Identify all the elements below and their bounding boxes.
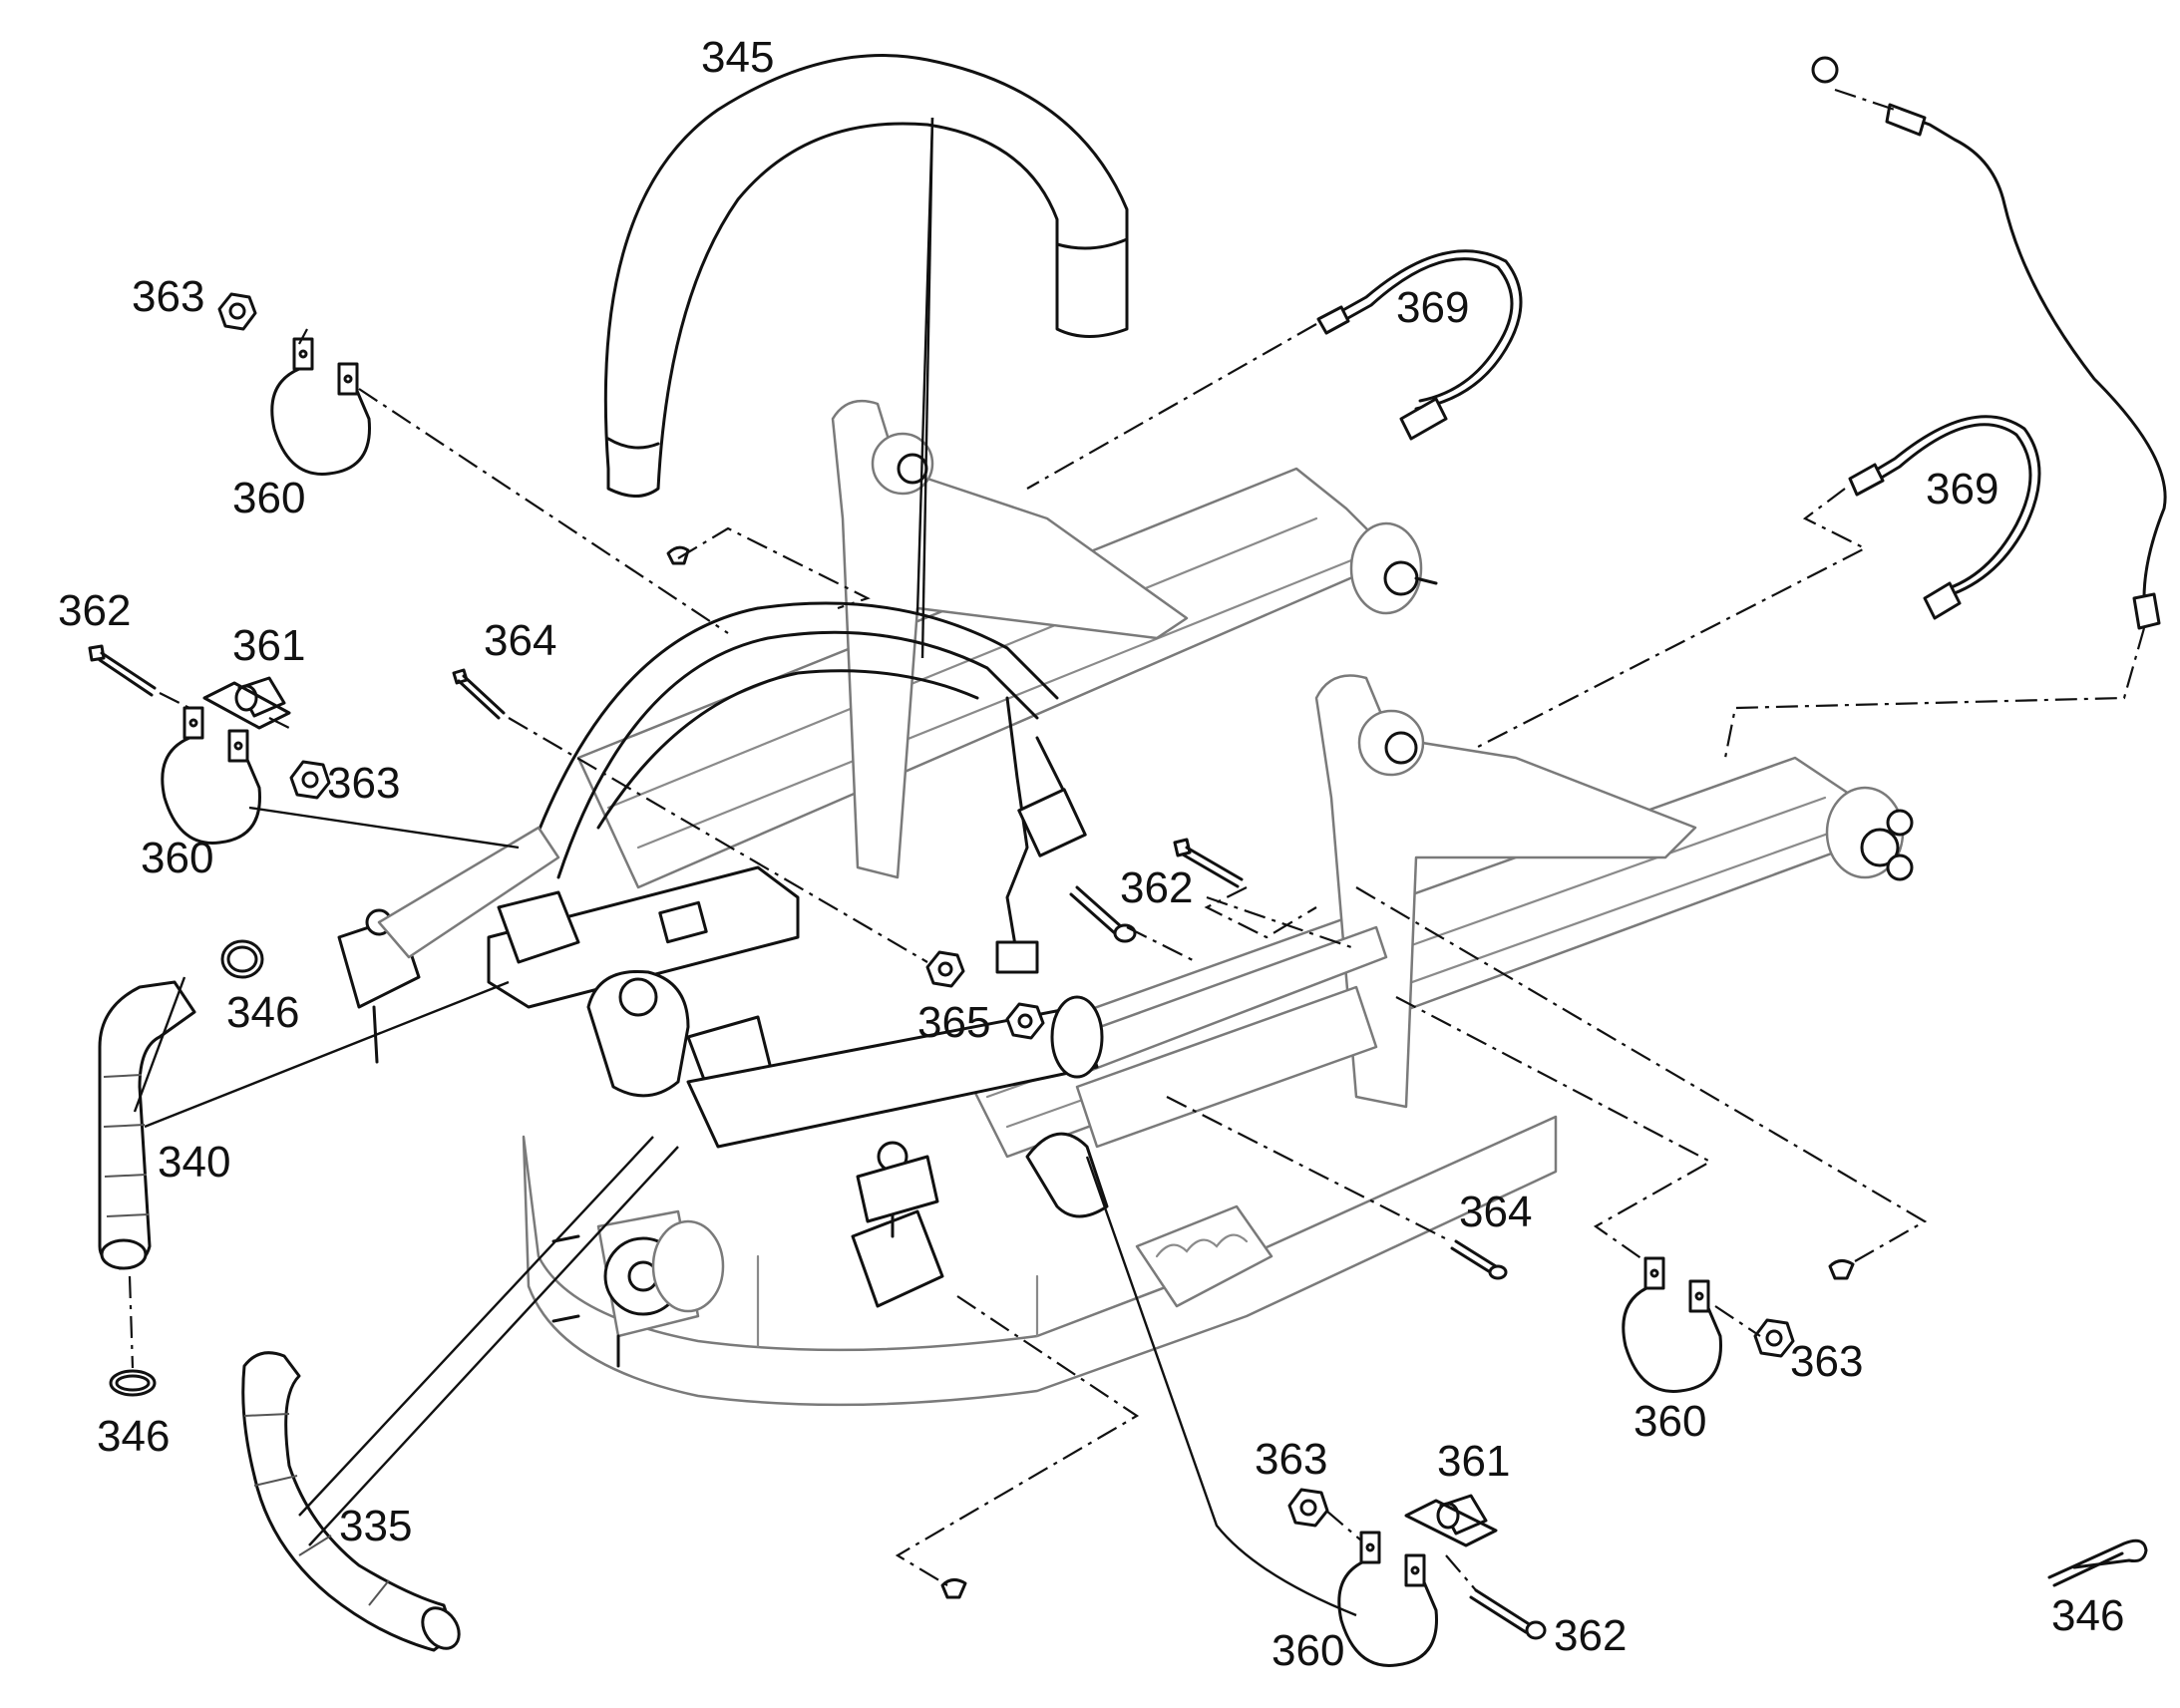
- part-364-pin-left: [452, 668, 506, 720]
- part-335-hose: [241, 1351, 461, 1652]
- part-346-cable-tie: [2047, 1538, 2148, 1587]
- part-360-clamp-right: [1622, 1256, 1722, 1393]
- leader-lines: [133, 117, 1357, 1617]
- part-363-nut-top-left: [217, 292, 257, 331]
- part-360-clamp-bottom: [1337, 1531, 1438, 1667]
- callout-361: 361: [1437, 1437, 1510, 1486]
- part-365-nuts: [925, 950, 1045, 1040]
- part-345-roll-bar: [603, 54, 1129, 498]
- part-340-hose: [98, 980, 196, 1270]
- part-brake-cable: [1811, 56, 2167, 630]
- callout-346: 346: [226, 988, 299, 1037]
- part-369-hose-upper: [1316, 249, 1523, 441]
- callout-labels: 345 363 360 369 369 362 361 364 363 360 …: [58, 33, 2124, 1675]
- part-346-clamp-ring-upper: [220, 939, 264, 979]
- callout-362: 362: [1120, 863, 1193, 912]
- callout-360: 360: [232, 474, 305, 522]
- callout-360: 360: [141, 834, 213, 882]
- assembly-lines: [128, 88, 2146, 1591]
- callout-369: 369: [1926, 465, 1998, 513]
- callout-365: 365: [917, 998, 990, 1047]
- callout-363: 363: [327, 759, 400, 808]
- part-346-clamp-ring-lower: [109, 1369, 157, 1397]
- callout-360: 360: [1272, 1626, 1344, 1675]
- part-361-spacer-bottom: [1404, 1494, 1498, 1547]
- callout-363: 363: [1255, 1435, 1327, 1484]
- callout-346: 346: [97, 1412, 170, 1461]
- part-363-nut-right: [1753, 1318, 1795, 1358]
- callout-364: 364: [1459, 1188, 1532, 1236]
- part-360-clamp-mid-left: [161, 706, 261, 845]
- part-360-clamp-top-left: [270, 337, 371, 476]
- part-362-bolt-left: [88, 644, 157, 697]
- callout-364: 364: [484, 616, 556, 665]
- rivet-fasteners: [666, 545, 1855, 1599]
- callout-363: 363: [1790, 1337, 1863, 1386]
- part-362-bolt-bottom: [1469, 1588, 1547, 1640]
- callout-362: 362: [58, 586, 131, 635]
- part-361-spacer-left: [202, 676, 291, 730]
- callout-346: 346: [2051, 1591, 2124, 1640]
- callout-340: 340: [158, 1138, 230, 1187]
- part-362-bolt-center: [1173, 838, 1244, 888]
- callout-361: 361: [232, 621, 305, 670]
- part-363-nut-mid-left: [289, 760, 331, 800]
- callout-360: 360: [1634, 1397, 1706, 1446]
- callout-362: 362: [1554, 1611, 1627, 1660]
- steering-assembly: [337, 601, 1109, 1308]
- callout-345: 345: [701, 33, 774, 82]
- callout-369: 369: [1396, 283, 1469, 332]
- callout-335: 335: [339, 1502, 412, 1550]
- part-363-nut-bottom: [1287, 1488, 1329, 1528]
- callout-363: 363: [132, 272, 204, 321]
- part-369-hose-right: [1848, 415, 2041, 620]
- part-364-pin-right: [1450, 1239, 1508, 1280]
